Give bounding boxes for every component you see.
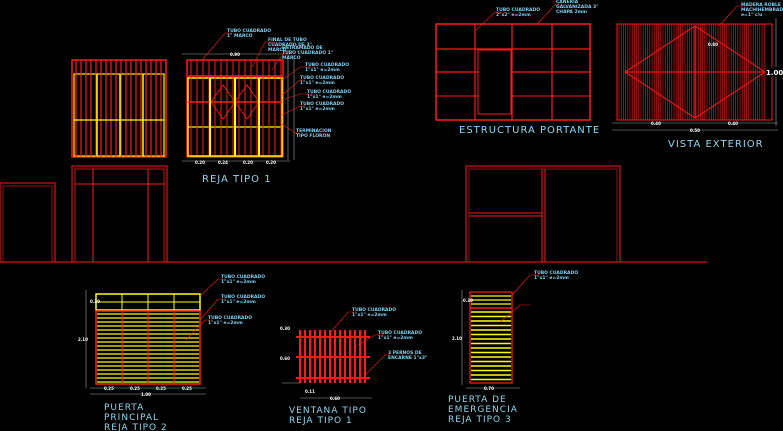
annotation-text: 1"x1" e=2mm — [305, 67, 340, 73]
puerta-principal-drawing — [85, 278, 226, 395]
gate-elevation-left — [71, 59, 167, 158]
dim: 0.20 — [195, 160, 205, 165]
annotation-text: 1"x1" e=2mm — [534, 275, 569, 281]
dim: 0.25 — [156, 386, 166, 391]
annotation-text: 1"x1" e=2mm — [300, 80, 335, 86]
title-puerta-principal-2: PRINCIPAL — [104, 413, 159, 423]
dim: 0.30 — [90, 299, 100, 304]
dim: 0.25 — [130, 386, 140, 391]
title-puerta-principal-3: REJA TIPO 2 — [104, 423, 168, 431]
title-estructura-portante: ESTRUCTURA PORTANTE — [459, 125, 600, 136]
estructura-portante-drawing — [435, 3, 591, 121]
annotation-text: MACHIHEMBRADA — [741, 7, 783, 13]
annotation-text: TUBO CUADRADO — [221, 274, 265, 280]
puerta-emergencia-drawing — [461, 274, 540, 389]
dim: 2.10 — [78, 337, 88, 342]
annotation-text: GALVANIZADA 3" — [556, 4, 599, 10]
annotation-text: 1" MARCO — [227, 33, 253, 39]
annotation-text: TERMINACION — [296, 128, 332, 134]
title-emergencia-2: EMERGENCIA — [448, 405, 518, 415]
annotation-text: FINAL DE TUBO — [268, 37, 307, 43]
title-vista-exterior: VISTA EXTERIOR — [668, 139, 764, 150]
annotation-text: TUBO CUADRADO — [307, 89, 351, 95]
dim: 0.70 — [484, 386, 494, 391]
annotation-text: TUBO CUADRADO — [300, 101, 344, 107]
dim: 0.20 — [266, 160, 276, 165]
annotation-text: TUBO CUADRADO — [305, 62, 349, 68]
facade-frame-left — [0, 165, 168, 263]
annotation-text: TUBO CUADRADO — [227, 28, 271, 34]
annotation-text: CANERIA — [556, 0, 579, 5]
annotation-text: MARCO — [282, 55, 301, 61]
title-emergencia-3: REJA TIPO 3 — [448, 415, 512, 425]
dim: 0.40 — [651, 121, 661, 126]
dim: 0.30 — [463, 298, 473, 303]
annotation-text: 1"x1" e=2mm — [300, 106, 335, 112]
title-ventana-1: VENTANA TIPO — [289, 406, 367, 416]
annotation-text: TUBO CUADRADO — [300, 75, 344, 81]
annotation-text: 2"x2" e=2mm — [496, 12, 531, 18]
dim: 0.60 — [280, 356, 290, 361]
dim: 0.25 — [104, 386, 114, 391]
annotation-text: ENCARNE 1"x3" — [388, 355, 427, 361]
facade-frame-middle — [465, 165, 621, 263]
dim: 0.80 — [708, 42, 718, 47]
dim: 0.60 — [330, 396, 340, 401]
annotation-text: 3 PERNOS DE — [388, 350, 422, 356]
annotation-text: TUBO CUADRADO — [534, 270, 578, 276]
leaders-reja1 — [201, 32, 315, 134]
dim: 0.20 — [243, 160, 253, 165]
annotation-text: 1"x1" e=2mm — [307, 94, 342, 100]
annotation-text: 1"x1" e=2mm — [208, 320, 243, 326]
vista-exterior-drawing — [612, 5, 778, 131]
annotation-text: MADERA ROBLE — [741, 2, 781, 8]
dim: 1.00 — [141, 392, 151, 397]
annotation-text: TIPO FLORON — [296, 133, 330, 139]
annotation-text: CUADRADO DE 3" — [268, 42, 312, 48]
dim: 0.40 — [728, 121, 738, 126]
dim: 0.11 — [305, 389, 315, 394]
annotation-text: MARCO — [268, 47, 287, 53]
dim-vista-height: 1.00 — [766, 69, 783, 77]
annotation-text: TUBO CUADRADO — [378, 330, 422, 336]
dim: 2.10 — [452, 336, 462, 341]
annotation-text: 1"x1" e=2mm — [378, 335, 413, 341]
annotation-text: TUBO CUADRADO — [208, 315, 252, 321]
dim: 0.25 — [182, 386, 192, 391]
dim-reja1-top: 0.90 — [230, 52, 240, 57]
ventana-drawing — [282, 311, 390, 399]
annotation-text: 1"x1" e=2mm — [221, 299, 256, 305]
reja-tipo-1-drawing — [182, 53, 295, 162]
annotation-text: 1"x1" e=2mm — [352, 312, 387, 318]
annotation-text: e=1" c/u — [741, 12, 762, 18]
title-reja-tipo-1: REJA TIPO 1 — [202, 174, 272, 185]
annotation-text: 1"x1" e=2mm — [221, 279, 256, 285]
annotation-text: TUBO CUADRADO — [352, 307, 396, 313]
title-emergencia-1: PUERTA DE — [448, 395, 507, 405]
annotation-text: TUBO CUADRADO 1" — [282, 50, 333, 56]
annotation-text: CHAPA 2mm — [556, 9, 587, 15]
dim: 0.50 — [690, 128, 700, 133]
annotation-text: TUBO CUADRADO — [496, 7, 540, 13]
annotation-text: ENTRAMADO DE — [282, 45, 323, 51]
title-ventana-2: REJA TIPO 1 — [289, 416, 353, 426]
dim-vista-height-bg — [765, 67, 783, 77]
dim: 0.30 — [280, 326, 290, 331]
title-puerta-principal-1: PUERTA — [104, 403, 144, 413]
annotation-text: TUBO CUADRADO — [221, 294, 265, 300]
dim: 0.24 — [218, 160, 228, 165]
